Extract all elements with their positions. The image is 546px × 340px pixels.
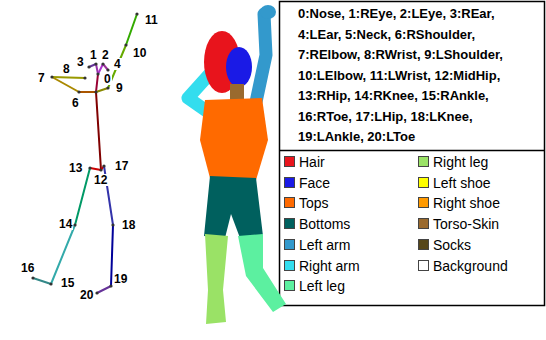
callout-number: 19 <box>113 273 128 285</box>
callout-number: 14 <box>58 218 73 230</box>
pose-skeleton <box>33 14 137 293</box>
legend-swatch <box>418 260 429 271</box>
callout-number: 8 <box>62 63 71 75</box>
callout-number: 10 <box>132 47 147 59</box>
legend-text: Tops <box>299 194 329 212</box>
legend-item: Left shoe <box>418 174 491 192</box>
legend-swatch <box>284 280 295 291</box>
callout-number: 17 <box>114 160 129 172</box>
legend-item: Right leg <box>418 153 488 171</box>
legend-item: Face <box>284 174 330 192</box>
legend-item: Left arm <box>284 236 350 254</box>
keypoint-dots <box>31 12 138 294</box>
legend-item: Hair <box>284 153 325 171</box>
keypoint-text: 7:RElbow, 8:RWrist, 9:LShoulder, <box>298 45 544 66</box>
legend-swatch <box>418 177 429 188</box>
callout-number: 15 <box>60 277 75 289</box>
callout-number: 3 <box>76 56 85 68</box>
legend-swatch <box>418 156 429 167</box>
legend-text: Bottoms <box>299 215 350 233</box>
legend-text: Face <box>299 174 330 192</box>
legend-swatch <box>284 156 295 167</box>
legend-text: Right shoe <box>433 194 500 212</box>
callout-number: 20 <box>79 289 94 301</box>
callout-number: 0 <box>103 73 112 85</box>
callout-number: 18 <box>121 219 136 231</box>
callout-number: 12 <box>93 174 108 186</box>
legend-swatch <box>284 260 295 271</box>
legend-item: Socks <box>418 236 471 254</box>
keypoint-text: 19:LAnkle, 20:LToe <box>298 127 544 148</box>
keypoint-text: 4:LEar, 5:Neck, 6:RShoulder, <box>298 25 544 46</box>
panel-divider <box>280 150 545 152</box>
keypoint-list-box: 0:Nose, 1:REye, 2:LEye, 3:REar,4:LEar, 5… <box>280 3 544 149</box>
callout-number: 2 <box>101 49 110 61</box>
legend-text: Right arm <box>299 257 360 275</box>
legend-swatch <box>284 218 295 229</box>
legend-swatch <box>284 177 295 188</box>
legend-item: Right arm <box>284 257 360 275</box>
callout-number: 11 <box>144 14 159 26</box>
callout-number: 1 <box>89 49 98 61</box>
legend-item: Right shoe <box>418 194 500 212</box>
keypoint-text: 10:LElbow, 11:LWrist, 12:MidHip, <box>298 66 544 87</box>
legend-text: Left leg <box>299 277 345 295</box>
legend-text: Socks <box>433 236 471 254</box>
legend-item: Bottoms <box>284 215 350 233</box>
legend-item: Tops <box>284 194 329 212</box>
legend-text: Hair <box>299 153 325 171</box>
parsing-figure <box>188 5 286 324</box>
callout-number: 9 <box>115 82 124 94</box>
callout-number: 7 <box>37 72 46 84</box>
legend-swatch <box>418 218 429 229</box>
legend-item: Torso-Skin <box>418 215 499 233</box>
callout-number: 13 <box>68 162 83 174</box>
legend-swatch <box>284 239 295 250</box>
keypoint-text: 16:RToe, 17:LHip, 18:LKnee, <box>298 107 544 128</box>
callout-number: 6 <box>71 97 80 109</box>
legend-text: Background <box>433 257 508 275</box>
callout-number: 4 <box>113 58 122 70</box>
callout-number: 16 <box>20 262 35 274</box>
legend-swatch <box>418 197 429 208</box>
legend-swatch <box>284 197 295 208</box>
legend-text: Left shoe <box>433 174 491 192</box>
legend-item: Background <box>418 257 508 275</box>
panel-frame <box>280 2 545 306</box>
keypoint-text: 0:Nose, 1:REye, 2:LEye, 3:REar, <box>298 4 544 25</box>
legend-swatch <box>418 239 429 250</box>
legend-text: Torso-Skin <box>433 215 499 233</box>
legend-item: Left leg <box>284 277 345 295</box>
legend-text: Left arm <box>299 236 350 254</box>
legend-text: Right leg <box>433 153 488 171</box>
keypoint-text: 13:RHip, 14:RKnee, 15:RAnkle, <box>298 86 544 107</box>
